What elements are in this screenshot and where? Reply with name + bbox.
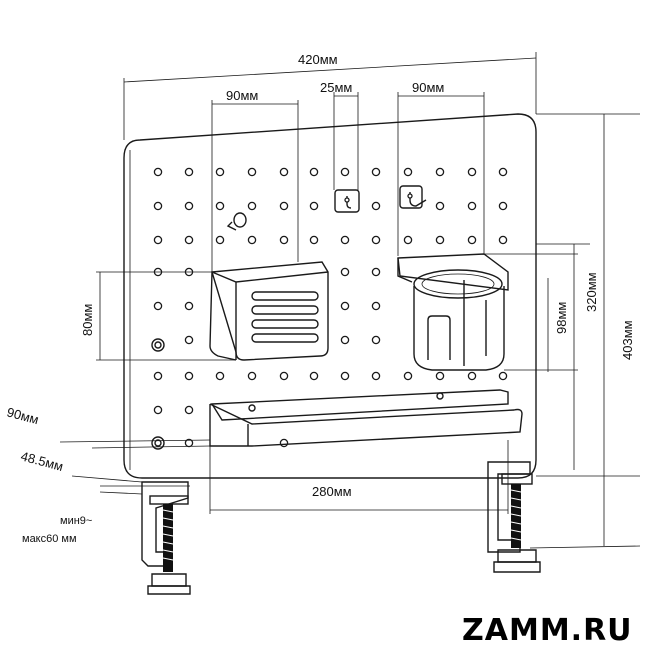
peg-hole xyxy=(279,371,289,381)
peg-hole xyxy=(371,371,381,381)
peg-hole xyxy=(309,201,319,211)
peg-hole xyxy=(371,267,381,277)
peg-hole xyxy=(340,167,350,177)
peg-hole xyxy=(467,201,477,211)
peg-hole xyxy=(215,167,225,177)
peg-hole xyxy=(498,201,508,211)
peg-hole xyxy=(153,235,163,245)
peg-hole xyxy=(153,201,163,211)
dim-mount-height: 320мм xyxy=(584,272,599,312)
peg-hole xyxy=(435,371,445,381)
peg-hole xyxy=(184,201,194,211)
peg-hole xyxy=(371,235,381,245)
peg-hole xyxy=(184,167,194,177)
dim-clamp-max: макс60 мм xyxy=(22,533,77,545)
peg-hole xyxy=(467,167,477,177)
peg-hole xyxy=(467,235,477,245)
peg-hole xyxy=(371,201,381,211)
hook-left xyxy=(334,189,360,213)
peg-hole xyxy=(371,335,381,345)
dim-clamp-offset: 48.5мм xyxy=(19,448,65,474)
peg-hole xyxy=(467,371,477,381)
peg-holes xyxy=(153,167,508,448)
clamp-right xyxy=(487,461,541,573)
bottom-shelf xyxy=(209,389,523,447)
dim-panel-width: 420мм xyxy=(298,52,338,67)
peg-hole xyxy=(247,201,257,211)
peg-hole xyxy=(403,167,413,177)
dim-holder-left-width: 90мм xyxy=(226,88,258,103)
peg-hole xyxy=(215,235,225,245)
peg-hole xyxy=(498,167,508,177)
peg-hole xyxy=(309,167,319,177)
peg-hole xyxy=(340,301,350,311)
peg-hole xyxy=(309,371,319,381)
brand-logo-text: ZAMM.RU xyxy=(462,613,633,648)
dim-clamp-min: мин9~ xyxy=(60,515,92,527)
peg-hole xyxy=(184,371,194,381)
hook-right xyxy=(399,185,427,209)
dimension-lines xyxy=(96,52,640,546)
dim-hook-width: 25мм xyxy=(320,80,352,95)
dim-shelf-width: 280мм xyxy=(312,484,352,499)
clamp-left xyxy=(141,481,191,595)
peg-hole xyxy=(498,235,508,245)
peg-hole xyxy=(340,335,350,345)
peg-hole xyxy=(279,235,289,245)
peg-hole xyxy=(153,405,163,415)
peg-hole xyxy=(247,167,257,177)
peg-hole xyxy=(247,371,257,381)
peg-hole xyxy=(153,371,163,381)
peg-hole xyxy=(184,405,194,415)
peg-hole xyxy=(279,438,289,448)
desk-surface xyxy=(59,439,641,549)
dim-holder-right-width: 90мм xyxy=(412,80,444,95)
peg-hole xyxy=(435,235,445,245)
peg-hole xyxy=(279,167,289,177)
peg-hole xyxy=(309,235,319,245)
peg-knob xyxy=(226,212,247,231)
peg-hole xyxy=(340,267,350,277)
peg-hole xyxy=(371,167,381,177)
mount-screws-left xyxy=(151,338,165,450)
dim-depth: 90мм xyxy=(5,404,40,427)
peg-hole xyxy=(184,301,194,311)
dim-total-height: 403мм xyxy=(620,320,635,360)
peg-hole xyxy=(215,201,225,211)
peg-hole xyxy=(279,201,289,211)
peg-hole xyxy=(184,235,194,245)
peg-hole xyxy=(340,235,350,245)
peg-hole xyxy=(184,335,194,345)
peg-hole xyxy=(215,371,225,381)
peg-hole xyxy=(153,167,163,177)
peg-hole xyxy=(403,235,413,245)
peg-hole xyxy=(435,167,445,177)
wire-box-holder xyxy=(209,261,329,361)
peg-hole xyxy=(371,301,381,311)
dim-cup-height: 98мм xyxy=(554,302,569,334)
cup-holder xyxy=(397,253,509,371)
peg-hole xyxy=(247,235,257,245)
peg-hole xyxy=(153,301,163,311)
peg-hole xyxy=(498,371,508,381)
peg-hole xyxy=(403,371,413,381)
pegboard-panel xyxy=(123,113,537,479)
peg-hole xyxy=(340,371,350,381)
peg-hole xyxy=(435,201,445,211)
dim-box-height: 80мм xyxy=(80,304,95,336)
